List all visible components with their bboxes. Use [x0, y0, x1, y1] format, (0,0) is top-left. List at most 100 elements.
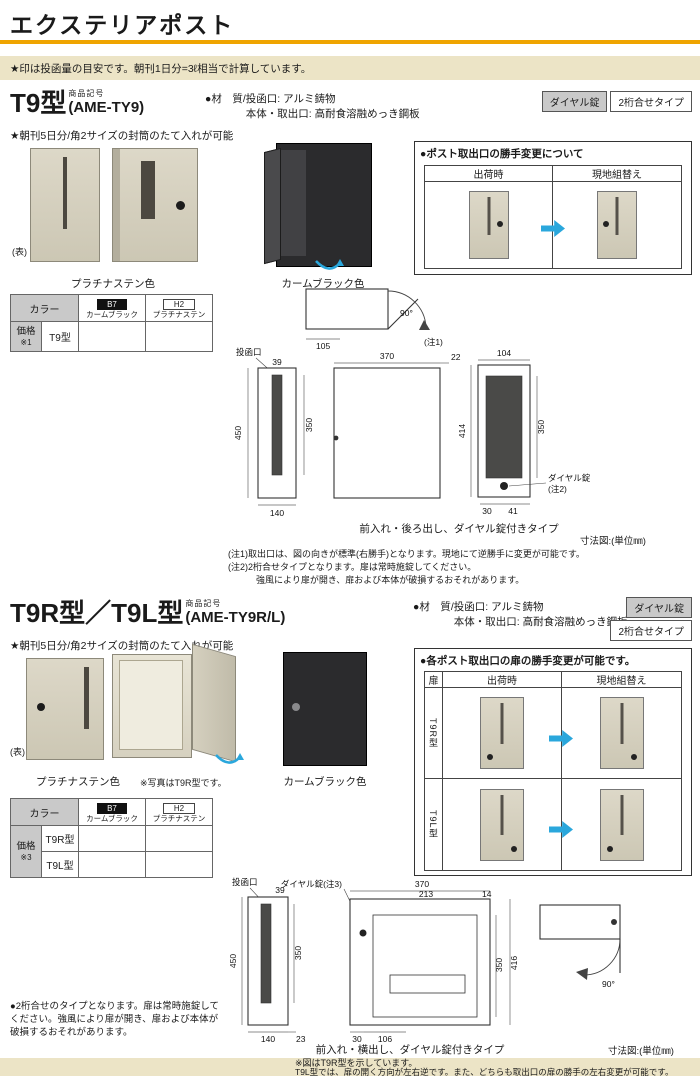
top-note-text: ★印は投函量の目安です。朝刊1日分=3ℓ相当で計算しています。 — [10, 63, 312, 75]
s1-front-view-label: (表) — [12, 247, 27, 257]
s2-front-knob — [37, 703, 45, 711]
dim-104: 104 — [497, 348, 511, 358]
thumb-knob — [630, 754, 637, 760]
s2-hand-change-box: ●各ポスト取出口の扉の勝手変更が可能です。 扉 出荷時 現地組替え T9R型 T… — [414, 648, 692, 876]
s1-drawing-unit: 寸法図:(単位㎜) — [580, 536, 646, 547]
dim-140: 140 — [270, 508, 284, 518]
dim-450: 450 — [233, 426, 243, 440]
s2-product-code-label: 商品記号 — [185, 599, 222, 608]
s1-dimension-drawing: 90° 105 (注1) 投函口 39 450 350 140 370 22 1… — [233, 288, 591, 518]
s1-photo-black — [264, 143, 372, 267]
s2-color-h2: H2 プラチナステン — [145, 798, 213, 826]
dim-105: 105 — [316, 341, 330, 351]
s2-t9r-onsite-cell — [562, 688, 681, 779]
color-chip-h2: H2 — [163, 298, 195, 310]
s2-title: T9R型／T9L型 — [10, 598, 184, 628]
s1-product-code: (AME-TY9) — [68, 99, 145, 116]
bottom-note2: T9L型では、扉の開く方向が左右逆です。また、どちらも取出口の扉の勝手の左右変更… — [295, 1067, 674, 1076]
s1-ship-cell — [425, 182, 553, 268]
s2-badges: ダイヤル錠 2桁合せタイプ — [610, 597, 692, 641]
page-title: エクステリアポスト — [10, 12, 235, 38]
s2-material-line1: 投函口: アルミ鋳物 — [453, 601, 544, 613]
s2-caption-black: カームブラック色 — [283, 776, 367, 788]
mailbox-thumb — [599, 697, 644, 769]
door-swing-arrow-icon — [215, 753, 244, 764]
s1-material-line2: 本体・取出口: 高耐食溶融めっき鋼板 — [245, 108, 420, 121]
dim-370: 370 — [415, 879, 429, 889]
s1-color-h2: H2 プラチナステン — [145, 294, 213, 322]
s2-type-badge: 2桁合せタイプ — [610, 620, 692, 641]
dim-39: 39 — [275, 885, 285, 895]
thumb-slot — [615, 197, 619, 236]
s1-color-header: カラー — [10, 294, 79, 322]
title-underline — [0, 40, 700, 44]
s2-color-header: カラー — [10, 798, 79, 826]
slot-label: 投函口 — [236, 347, 262, 357]
thumb-slot — [487, 197, 490, 236]
dial-lock-note-ref: (注2) — [548, 484, 567, 494]
dim-350-slot: 350 — [293, 946, 303, 960]
s1-price-cell-b7 — [78, 321, 146, 352]
s1-caption-black: カームブラック色 — [281, 278, 365, 290]
color-chip-h2: H2 — [163, 802, 195, 814]
thumb-knob — [606, 845, 613, 852]
s1-photo-side-face — [113, 149, 120, 261]
thumb-knob — [511, 845, 517, 852]
s2-bottom-note: ●2桁合せのタイプとなります。扉は常時施錠してください。強風により扉が開き、扉お… — [10, 1001, 220, 1038]
s1-notes: (注1)取出口は、図の向きが標準(右勝手)となります。現地にて逆勝手に変更が可能… — [228, 548, 690, 587]
s1-photo-platinum-front — [30, 148, 100, 262]
bottom-note1: ※図はT9R型を示しています。 — [295, 1058, 418, 1068]
s2-t9l-ship-cell — [443, 779, 562, 870]
dim-30: 30 — [482, 506, 492, 516]
s2-front-view-label: (表) — [10, 747, 25, 757]
s2-row-t9l-label: T9L型 — [425, 779, 443, 870]
s1-black-open-door — [264, 147, 281, 265]
thumb-knob — [487, 754, 493, 760]
mailbox-thumb — [480, 697, 524, 769]
dim-350: 350 — [494, 958, 504, 972]
mailbox-thumb — [597, 191, 637, 259]
dim-30: 30 — [352, 1034, 362, 1043]
color-name-b7: カームブラック — [86, 813, 138, 823]
dim-14: 14 — [482, 889, 492, 899]
s2-open-door — [192, 643, 236, 763]
s1-price-table: カラー B7 カームブラック H2 プラチナステン 価格 ※1 T9型 — [10, 294, 213, 352]
s2-material-line2: 本体・取出口: 高耐食溶融めっき鋼板 — [453, 616, 628, 629]
s2-price-cell-t9r-b7 — [78, 825, 146, 852]
s2-photo-platinum-front — [26, 658, 104, 760]
s2-drawing-unit: 寸法図:(単位㎜) — [608, 1046, 674, 1057]
thumb-slot — [500, 794, 504, 836]
s1-black-interior — [280, 150, 306, 256]
dim-90deg: 90° — [602, 979, 615, 989]
s2-product-code: (AME-TY9R/L) — [185, 609, 286, 626]
thumb-slot — [500, 703, 504, 744]
dim-213: 213 — [419, 889, 433, 899]
s1-material-line1: 投函口: アルミ鋳物 — [245, 93, 336, 105]
color-name-h2: プラチナステン — [152, 309, 206, 319]
s1-dial-lock-badge: ダイヤル錠 — [541, 91, 608, 112]
s1-color-b7: B7 カームブラック — [78, 294, 146, 322]
mailbox-thumb — [599, 788, 644, 861]
s2-header: T9R型／T9L型商品記号(AME-TY9R/L) — [10, 598, 285, 627]
s1-type-badge: 2桁合せタイプ — [610, 91, 692, 112]
s2-price-table: カラー B7 カームブラック H2 プラチナステン 価格 ※3 T9R型 T9L… — [10, 798, 213, 878]
s1-header: T9型商品記号(AME-TY9) — [10, 88, 144, 117]
s1-product-code-label: 商品記号 — [68, 89, 105, 98]
s1-note3: 強風により扉が開き、扉および本体が破損するおそれがあります。 — [256, 575, 525, 585]
s2-price-cell-t9l-h2 — [145, 851, 213, 878]
thumb-slot — [620, 794, 623, 836]
s2-dimension-drawing: 投函口 39 450 350 140 23 ダイヤル錠(注3) 370 213 … — [230, 877, 621, 1043]
s2-material-label: ●材 質/ — [413, 601, 454, 613]
top-note-strip: ★印は投函量の目安です。朝刊1日分=3ℓ相当で計算しています。 — [0, 56, 700, 80]
note1-ref: (注1) — [424, 337, 443, 347]
s1-price-cell-h2 — [145, 321, 213, 352]
dim-140: 140 — [261, 1034, 275, 1043]
s2-photo-note: ※写真はT9R型です。 — [140, 778, 227, 788]
s2-col-onsite: 現地組替え — [562, 672, 681, 688]
s1-badges: ダイヤル錠 2桁合せタイプ — [541, 91, 692, 112]
color-chip-b7: B7 — [97, 802, 127, 814]
s1-hand-change-title: ●ポスト取出口の勝手変更について — [420, 148, 584, 160]
s2-front-slot — [84, 667, 89, 729]
s1-front-slot — [63, 157, 67, 229]
s2-col-ship: 出荷時 — [443, 672, 562, 688]
